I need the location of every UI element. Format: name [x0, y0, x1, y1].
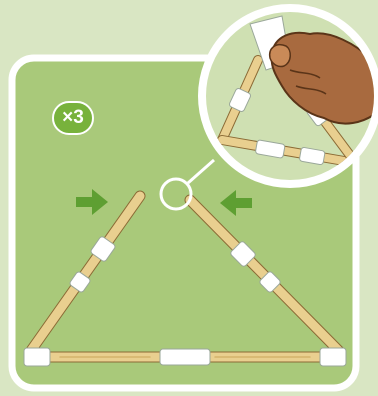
zoom-detail: [202, 8, 378, 184]
quantity-badge: ×3: [52, 101, 94, 135]
